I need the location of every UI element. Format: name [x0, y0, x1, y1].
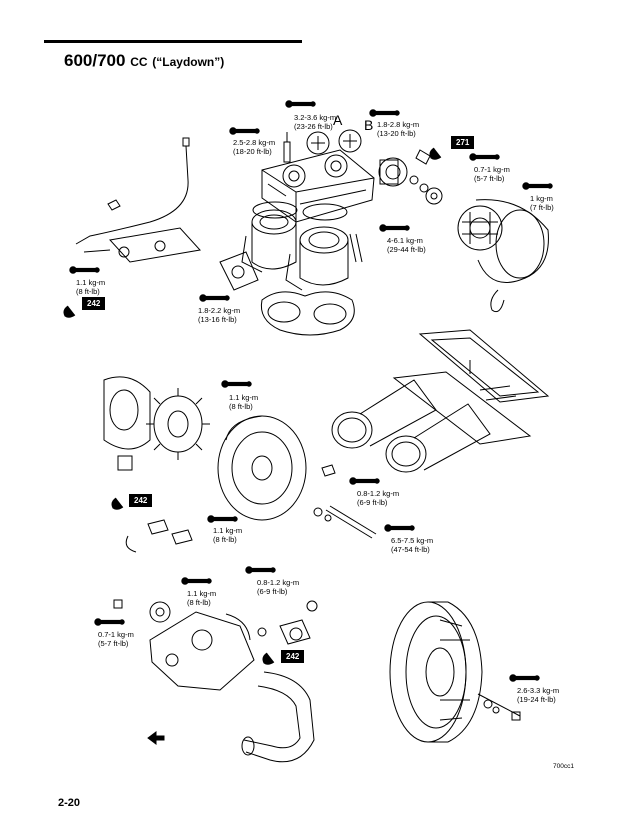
combustion-dome-b	[338, 129, 362, 153]
torque-spec-water-pump-cover: 0.8-1.2 kg-m (6-9 ft-lb)	[257, 578, 300, 596]
torque-wrench-icon	[199, 294, 230, 302]
flywheel	[217, 415, 307, 521]
coolant-hose	[241, 671, 315, 763]
torque-spec-cylinder-base: 1.8-2.2 kg-m (13-16 ft-lb)	[198, 306, 241, 324]
torque-spec-spark-plug: 2.5-2.8 kg-m (18-20 ft-lb)	[233, 138, 276, 156]
torque-wrench-icon	[221, 380, 252, 388]
drain-arrow	[147, 731, 165, 745]
torque-wrench-icon	[384, 524, 415, 532]
water-pump-housing	[149, 611, 255, 691]
torque-spec-head-b: 1.8-2.8 kg-m (13-20 ft-lb)	[377, 120, 420, 138]
trigger-coil	[117, 455, 133, 471]
clutch-bolt	[477, 693, 521, 721]
adhesive-badge-271: 271	[451, 136, 475, 149]
callout-b: B	[364, 117, 374, 133]
torque-spec-carb-linkage: 1.1 kg-m (8 ft-lb)	[76, 278, 106, 296]
torque-wrench-icon	[509, 674, 540, 682]
title-text: 600/700 CC (“Laydown”)	[64, 51, 224, 71]
cylinder-base-gasket	[260, 291, 355, 336]
torque-wrench-icon	[69, 266, 100, 274]
combustion-dome-a	[306, 131, 330, 155]
adhesive-tube-icon	[111, 497, 124, 510]
title-unit: CC	[130, 55, 148, 69]
torque-spec-recoil: 1 kg-m (7 ft-lb)	[530, 194, 554, 212]
torque-wrench-icon	[229, 127, 260, 135]
torque-spec-flywheel-cover: 1.1 kg-m (8 ft-lb)	[213, 526, 243, 544]
cylinders	[241, 209, 363, 291]
torque-wrench-icon	[285, 100, 316, 108]
torque-spec-intake: 0.8-1.2 kg-m (6-9 ft-lb)	[357, 489, 400, 507]
oil-pump	[378, 149, 431, 193]
torque-wrench-icon	[469, 153, 500, 161]
water-pump-impeller	[257, 600, 318, 645]
torque-wrench-icon	[369, 109, 400, 117]
torque-spec-cylinder: 4-6.1 kg-m (29-44 ft-lb)	[387, 236, 426, 254]
torque-wrench-icon	[245, 566, 276, 574]
spark-plug	[283, 132, 291, 163]
torque-wrench-icon	[94, 618, 125, 626]
crank-bolt	[313, 505, 377, 539]
torque-spec-water-pump-b: 0.7-1 kg-m (5-7 ft-lb)	[98, 630, 134, 648]
torque-spec-oil-pump: 0.7-1 kg-m (5-7 ft-lb)	[474, 165, 510, 183]
torque-wrench-icon	[349, 477, 380, 485]
adhesive-badge-242-mid: 242	[129, 494, 153, 507]
torque-spec-flywheel-nut: 6.5-7.5 kg-m (47-54 ft-lb)	[391, 536, 434, 554]
recoil-pulley	[425, 187, 443, 205]
section-title: 600/700 CC (“Laydown”)	[44, 40, 302, 72]
cylinder-head	[261, 149, 375, 223]
reed-valves	[392, 329, 550, 445]
carb-linkage	[83, 227, 201, 263]
torque-spec-stator: 1.1 kg-m (8 ft-lb)	[229, 393, 259, 411]
adhesive-tube-icon	[63, 305, 76, 318]
throttle-cable	[75, 137, 190, 245]
sensor-wire	[125, 519, 193, 553]
title-model: 600/700	[64, 51, 126, 70]
adhesive-badge-242-bot: 242	[281, 650, 305, 663]
drive-clutch	[389, 601, 483, 743]
recoil-starter	[457, 199, 549, 313]
torque-wrench-icon	[522, 182, 553, 190]
stator-housing	[103, 376, 151, 450]
title-variant: (“Laydown”)	[152, 55, 225, 69]
adhesive-badge-242-top: 242	[82, 297, 106, 310]
adhesive-tube-icon	[262, 652, 275, 665]
intake-boots	[321, 379, 491, 477]
callout-a: A	[333, 112, 343, 128]
torque-wrench-icon	[181, 577, 212, 585]
exhaust-manifold	[219, 251, 259, 291]
title-rule	[44, 40, 302, 43]
torque-spec-water-pump-a: 1.1 kg-m (8 ft-lb)	[187, 589, 217, 607]
torque-wrench-icon	[207, 515, 238, 523]
figure-reference: 700cc1	[553, 763, 574, 770]
torque-spec-clutch: 2.6-3.3 kg-m (19-24 ft-lb)	[517, 686, 560, 704]
adhesive-tube-icon	[429, 147, 442, 160]
water-pump-cover	[113, 599, 171, 623]
stator	[146, 388, 210, 460]
head-gasket	[252, 201, 348, 221]
torque-spec-head-a: 3.2-3.6 kg-m (23-26 ft-lb)	[294, 113, 337, 131]
torque-wrench-icon	[379, 224, 410, 232]
page-number: 2-20	[58, 797, 81, 809]
